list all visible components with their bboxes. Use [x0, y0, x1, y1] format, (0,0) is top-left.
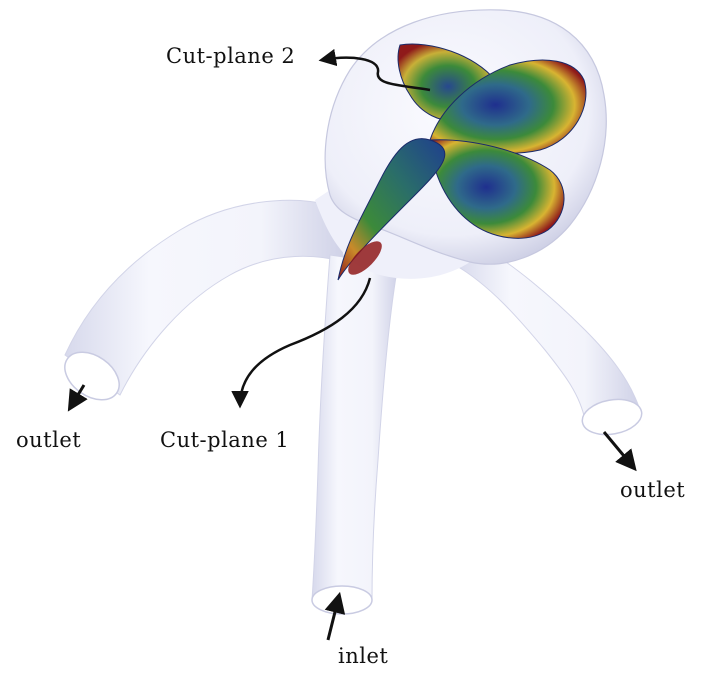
- left-outlet-label: outlet: [16, 428, 81, 452]
- inlet-label: inlet: [338, 644, 388, 668]
- cut-plane-1-label: Cut-plane 1: [160, 428, 289, 452]
- right-outlet-branch: [455, 240, 640, 420]
- inlet-opening: [312, 586, 372, 614]
- right-outlet-flow-arrow: [604, 432, 634, 468]
- right-outlet-label: outlet: [620, 478, 685, 502]
- cut-plane-2-label: Cut-plane 2: [166, 44, 295, 68]
